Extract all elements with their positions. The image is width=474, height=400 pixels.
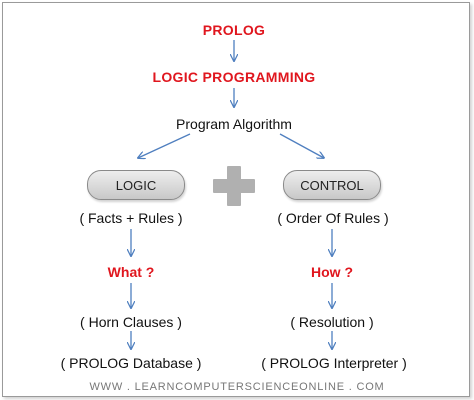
pill-logic: LOGIC [87, 170, 185, 200]
node-prolog: PROLOG [202, 22, 266, 38]
pill-control-label: CONTROL [300, 177, 364, 193]
node-how: How ? [311, 264, 353, 280]
node-program-algorithm: Program Algorithm [176, 116, 292, 132]
node-prolog-database: ( PROLOG Database ) [60, 355, 202, 371]
arrow-algorithm-to-control [279, 133, 324, 158]
footer-url: WWW . LEARNCOMPUTERSCIENCEONLINE . COM [89, 381, 385, 393]
node-what: What ? [107, 264, 155, 280]
node-facts-rules: ( Facts + Rules ) [79, 210, 183, 226]
pill-control: CONTROL [283, 170, 381, 200]
arrow-algorithm-to-logic [138, 133, 191, 158]
pill-logic-label: LOGIC [115, 177, 157, 193]
node-resolution: ( Resolution ) [290, 314, 374, 330]
node-order-of-rules: ( Order Of Rules ) [277, 210, 389, 226]
node-logic-programming: LOGIC PROGRAMMING [152, 69, 316, 85]
plus-sign [213, 166, 255, 206]
node-prolog-interpreter: ( PROLOG Interpreter ) [261, 355, 407, 371]
node-horn-clauses: ( Horn Clauses ) [80, 314, 182, 330]
